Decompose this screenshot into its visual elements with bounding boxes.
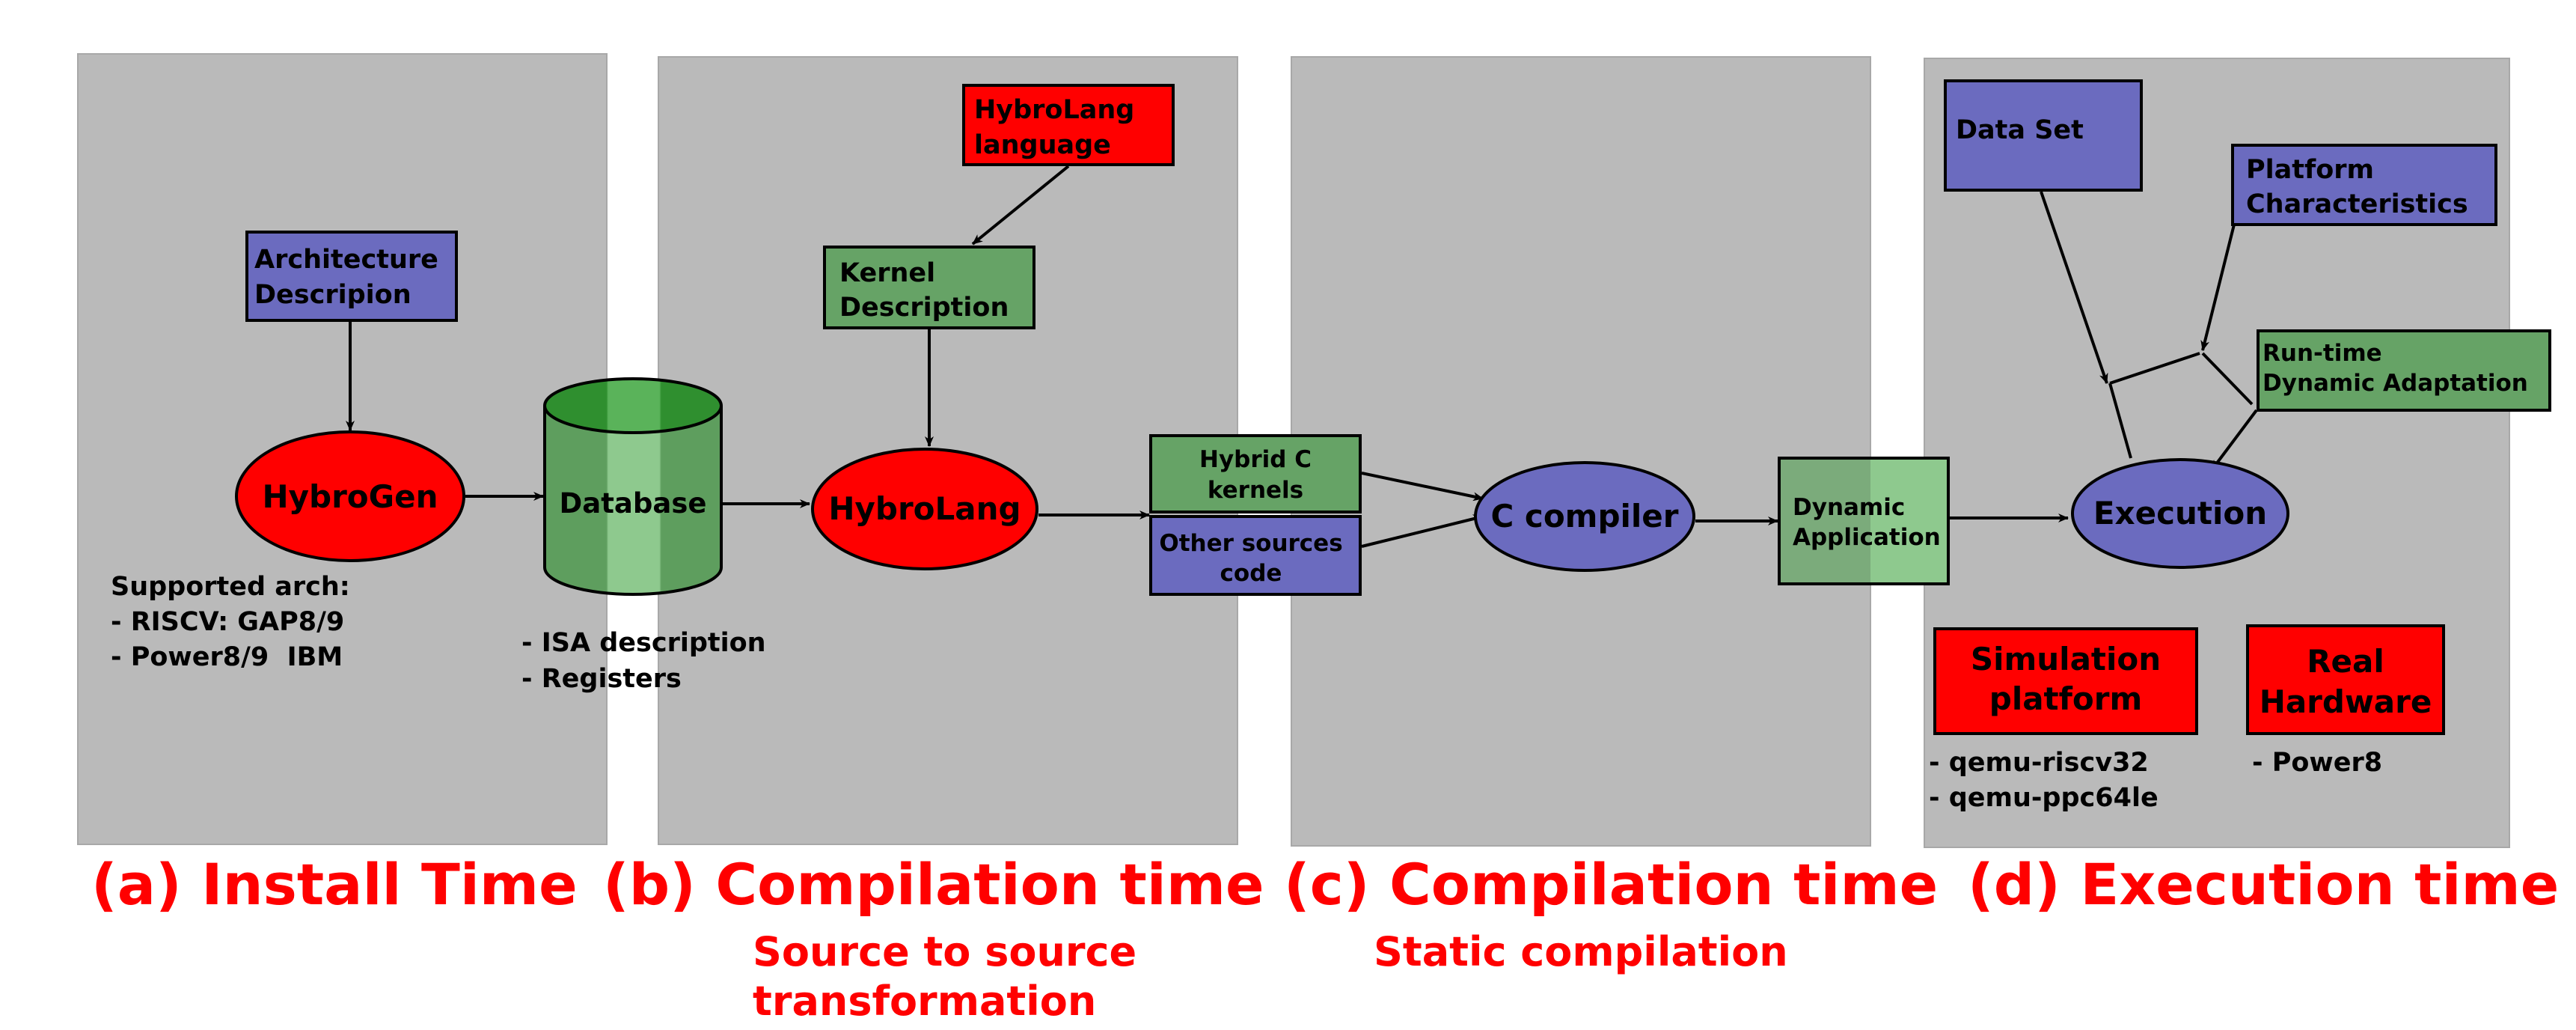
caption-execution: (d) Execution time [1968, 851, 2559, 918]
line-junction-to-execution [2108, 383, 2132, 459]
supported-arch-riscv: - RISCV: GAP8/9 [111, 607, 344, 637]
architecture-description-line1: Architecture [254, 245, 438, 275]
kernel-description-box [823, 246, 1035, 329]
subcaption-s2s-line2: transformation [753, 978, 1096, 1025]
supported-arch-title: Supported arch: [111, 572, 350, 602]
line-platform-to-junction [2200, 224, 2236, 351]
dynamic-application-highlight [1870, 460, 1947, 582]
hybrid-c-kernels-box [1149, 434, 1362, 514]
kernel-description-line1: Kernel [839, 258, 935, 288]
other-sources-box [1149, 515, 1362, 596]
arrow-runtime-to-execution [2210, 409, 2258, 472]
database-node [543, 377, 723, 596]
simulation-item-riscv: - qemu-riscv32 [1929, 748, 2149, 778]
simulation-platform-line1: Simulation [1971, 641, 2161, 677]
caption-compile-static: (c) Compilation time [1284, 851, 1938, 918]
kernel-description-line2: Description [839, 293, 1009, 323]
data-set-box [1944, 79, 2143, 192]
hybrogen-node [235, 430, 465, 562]
database-label: Database [560, 487, 707, 519]
c-compiler-label: C compiler [1490, 498, 1678, 534]
c-compiler-node [1474, 461, 1695, 572]
real-hardware-item-power8: - Power8 [2252, 748, 2382, 778]
hybrogen-label: HybroGen [262, 478, 438, 515]
hybrolang-label: HybroLang [828, 490, 1021, 527]
simulation-item-ppc: - qemu-ppc64le [1929, 783, 2159, 813]
real-hardware-line2: Hardware [2260, 683, 2432, 720]
execution-label: Execution [2093, 495, 2267, 531]
arrow-language-to-kernel [971, 165, 1070, 246]
line-junction-to-runtime [2201, 352, 2254, 406]
line-junction-bar [2109, 352, 2200, 385]
database-note-isa: - ISA description [521, 628, 766, 658]
real-hardware-box [2246, 624, 2445, 735]
hybrid-c-kernels-line2: kernels [1208, 477, 1303, 504]
panel-compile-static [1291, 56, 1871, 847]
arrow-kernels-to-compiler [1361, 472, 1484, 502]
hybrolang-language-line1: HybroLang [974, 95, 1134, 125]
execution-node [2071, 458, 2289, 569]
hybrolang-language-box [962, 84, 1175, 166]
supported-arch-power: - Power8/9 IBM [111, 642, 343, 672]
platform-characteristics-line1: Platform [2246, 155, 2374, 185]
subcaption-static: Static compilation [1374, 928, 1788, 975]
architecture-description-box [245, 231, 458, 322]
runtime-adaptation-line2: Dynamic Adaptation [2263, 370, 2528, 397]
dynamic-application-line1: Dynamic [1793, 494, 1905, 521]
runtime-adaptation-line1: Run-time [2263, 340, 2382, 367]
other-sources-line2: code [1220, 560, 1282, 587]
dynamic-application-line2: Application [1793, 524, 1941, 551]
other-sources-line1: Other sources [1159, 530, 1342, 557]
data-set-label: Data Set [1956, 115, 2084, 145]
simulation-platform-box [1933, 627, 2198, 735]
runtime-adaptation-box [2257, 329, 2551, 412]
caption-install: (a) Install Time [91, 851, 578, 918]
line-dataset-to-junction [2040, 191, 2108, 384]
arrow-sources-to-compiler [1361, 514, 1484, 548]
caption-compile-s2s: (b) Compilation time [603, 851, 1264, 918]
simulation-platform-line2: platform [1989, 680, 2142, 717]
platform-characteristics-box [2231, 144, 2497, 226]
subcaption-s2s-line1: Source to source [753, 928, 1136, 975]
hybrid-c-kernels-line1: Hybrid C [1199, 446, 1312, 473]
hybrolang-node [811, 448, 1038, 570]
hybrolang-language-line2: language [974, 130, 1111, 160]
database-note-registers: - Registers [521, 664, 682, 694]
architecture-description-line2: Descripion [254, 280, 412, 310]
real-hardware-line1: Real [2307, 643, 2384, 680]
platform-characteristics-line2: Characteristics [2246, 189, 2468, 219]
